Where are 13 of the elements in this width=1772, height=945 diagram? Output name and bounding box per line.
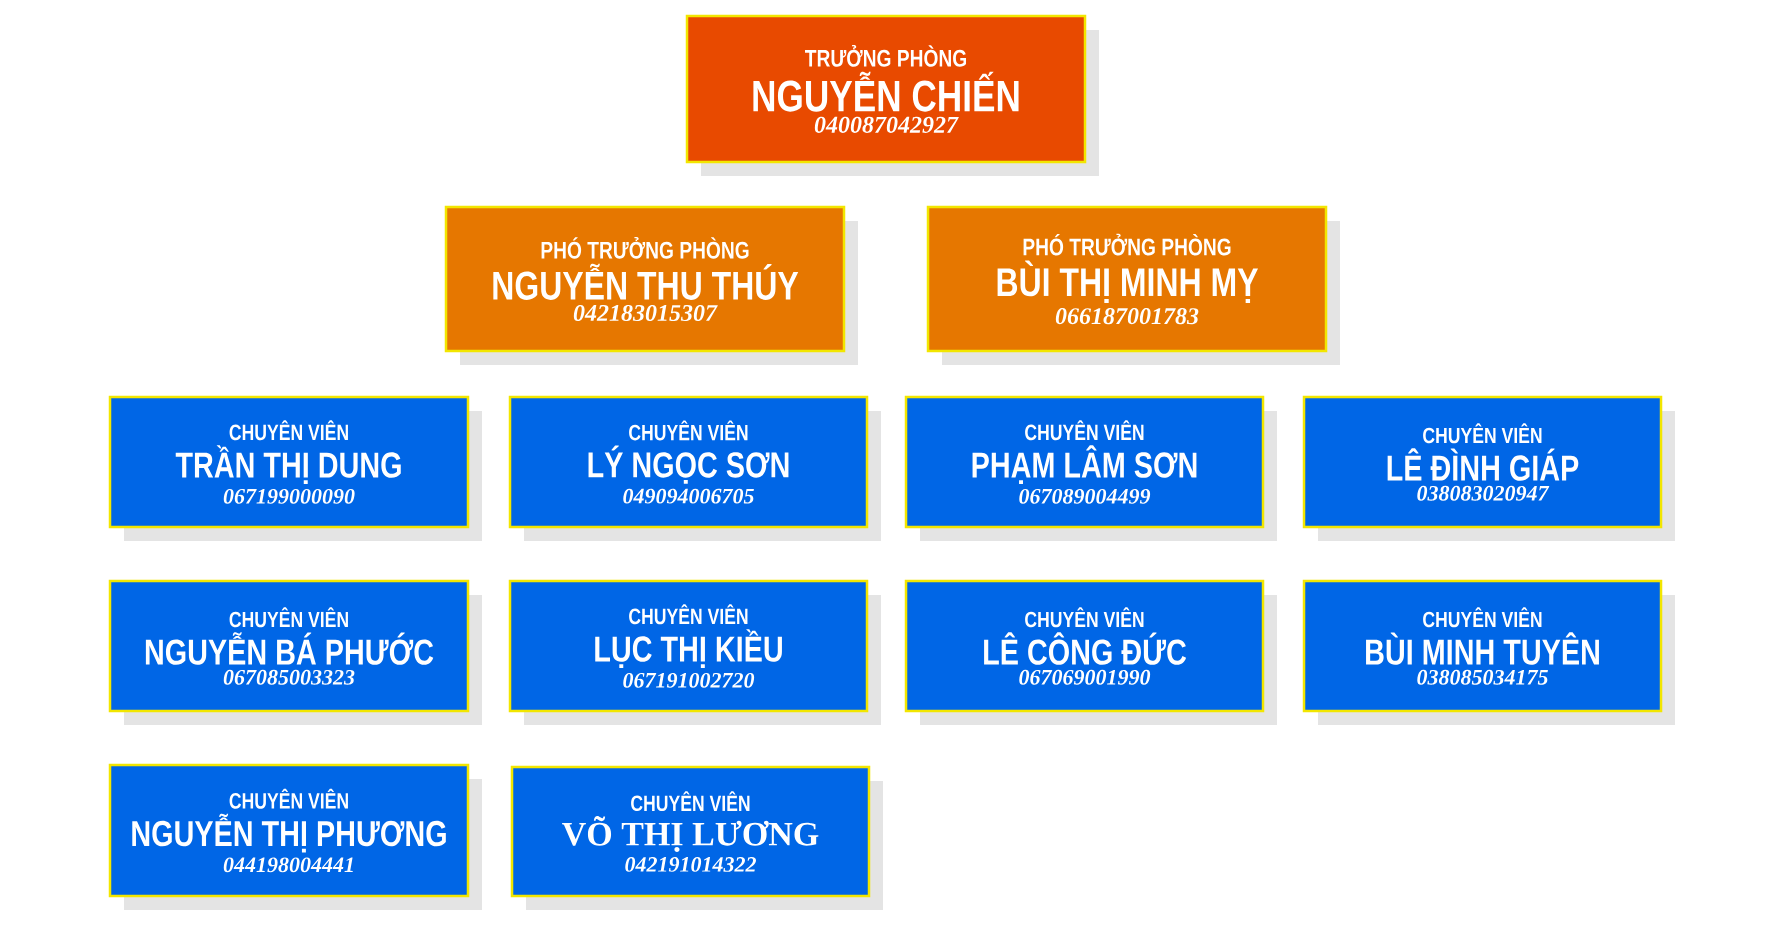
person-box: CHUYÊN VIÊN NGUYỄN BÁ PHƯỚC 067085003323 <box>108 579 470 713</box>
person-box: CHUYÊN VIÊN LỤC THỊ KIỀU 067191002720 <box>508 579 869 713</box>
person-box: CHUYÊN VIÊN LÊ ĐÌNH GIÁP 038083020947 <box>1302 395 1663 529</box>
person-box: CHUYÊN VIÊN VÕ THỊ LƯƠNG 042191014322 <box>510 765 871 898</box>
person-box: CHUYÊN VIÊN PHẠM LÂM SƠN 067089004499 <box>904 395 1265 529</box>
person-box: CHUYÊN VIÊN LÝ NGỌC SƠN 049094006705 <box>508 395 869 529</box>
person-box: CHUYÊN VIÊN NGUYỄN THỊ PHƯƠNG 044198004441 <box>108 763 470 898</box>
person-box: CHUYÊN VIÊN BÙI MINH TUYÊN 038085034175 <box>1302 579 1663 713</box>
person-box: CHUYÊN VIÊN LÊ CÔNG ĐỨC 067069001990 <box>904 579 1265 713</box>
person-box: TRƯỞNG PHÒNG NGUYỄN CHIẾN 040087042927 <box>685 14 1087 164</box>
person-box: PHÓ TRƯỞNG PHÒNG BÙI THỊ MINH MỴ 066187001783 <box>926 205 1328 353</box>
person-box: PHÓ TRƯỞNG PHÒNG NGUYỄN THU THÚY 042183015307 <box>444 205 846 353</box>
person-box: CHUYÊN VIÊN TRẦN THỊ DUNG 067199000090 <box>108 395 470 529</box>
